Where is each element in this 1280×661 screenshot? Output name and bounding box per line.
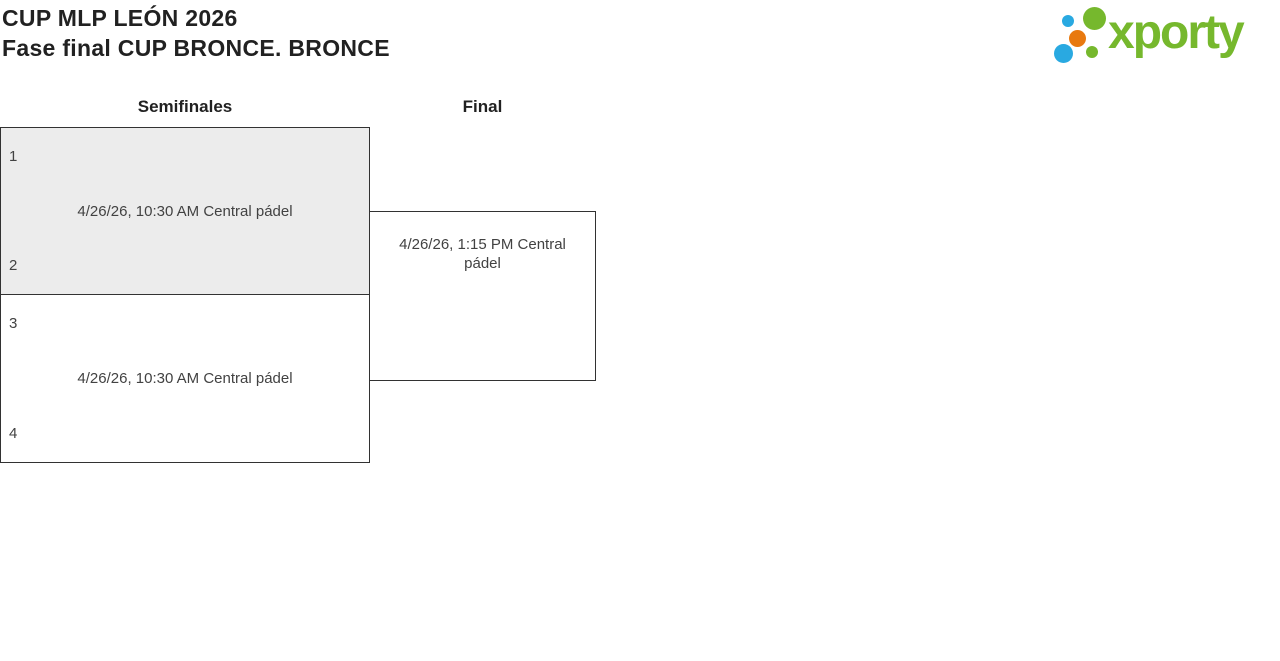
logo-wordmark: xporty: [1108, 6, 1245, 59]
match-schedule: 4/26/26, 10:30 AM Central pádel: [77, 370, 293, 387]
match-semifinal-2[interactable]: 3 4/26/26, 10:30 AM Central pádel 4: [0, 294, 370, 463]
logo-dot-icon: [1083, 7, 1106, 30]
seed-label: 1: [9, 148, 18, 165]
tournament-name: CUP MLP LEÓN 2026: [2, 5, 238, 31]
logo-dot-icon: [1086, 46, 1098, 58]
page-title: CUP MLP LEÓN 2026 Fase final CUP BRONCE.…: [2, 3, 390, 63]
seed-label: 3: [9, 315, 18, 332]
match-final[interactable]: 4/26/26, 1:15 PM Central pádel: [369, 211, 596, 381]
phase-name: Fase final CUP BRONCE. BRONCE: [2, 35, 390, 61]
logo-dot-icon: [1054, 44, 1073, 63]
match-schedule: 4/26/26, 1:15 PM Central pádel: [399, 236, 566, 272]
match-semifinal-1[interactable]: 1 4/26/26, 10:30 AM Central pádel 2: [0, 127, 370, 295]
round-header-final: Final: [462, 97, 503, 116]
logo-dot-icon: [1069, 30, 1086, 47]
seed-label: 2: [9, 257, 18, 274]
xporty-logo: xporty: [1050, 0, 1280, 75]
round-header-semifinals: Semifinales: [137, 97, 233, 116]
seed-label: 4: [9, 425, 18, 442]
match-schedule: 4/26/26, 10:30 AM Central pádel: [77, 202, 293, 220]
logo-dot-icon: [1062, 15, 1074, 27]
